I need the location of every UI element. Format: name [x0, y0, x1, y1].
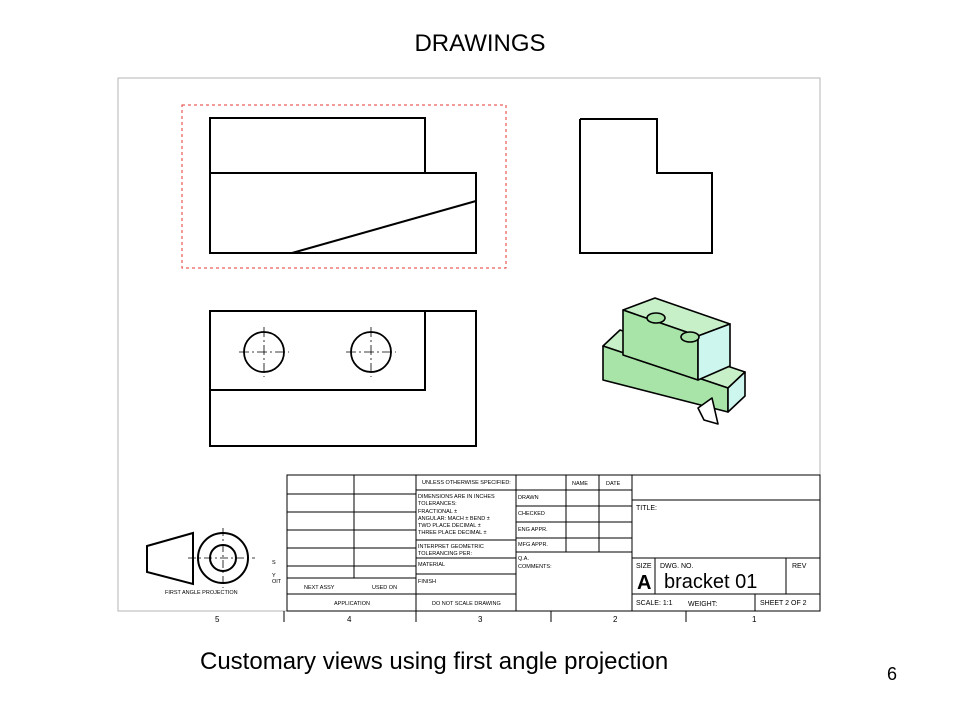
- slide-title: DRAWINGS: [414, 30, 546, 57]
- zone-3: 3: [478, 615, 483, 624]
- hole-left: [239, 327, 289, 377]
- tb-finish: FINISH: [418, 579, 436, 585]
- tb-do-not-scale: DO NOT SCALE DRAWING: [432, 601, 501, 607]
- tb-comments: COMMENTS:: [518, 564, 552, 570]
- tb-title-label: TITLE:: [636, 505, 657, 512]
- hole-right: [346, 327, 396, 377]
- tb-size-value: A: [637, 572, 651, 594]
- tb-dims: DIMENSIONS ARE IN INCHES: [418, 494, 495, 500]
- tb-tolerancing: TOLERANCING PER:: [418, 551, 472, 557]
- title-block-text: UNLESS OTHERWISE SPECIFIED: DIMENSIONS A…: [272, 480, 807, 608]
- zone-5: 5: [215, 615, 220, 624]
- tb-dwg-no-label: DWG. NO.: [660, 563, 693, 570]
- zone-1: 1: [752, 615, 757, 624]
- tb-fragment-oit: OIT: [272, 579, 282, 585]
- tb-checked: CHECKED: [518, 511, 545, 517]
- title-block: [286, 474, 821, 612]
- tb-size-label: SIZE: [636, 563, 652, 570]
- tb-date-hdr: DATE: [606, 481, 621, 487]
- page-number: 6: [887, 664, 898, 684]
- tb-tolerances: TOLERANCES:: [418, 501, 457, 507]
- tb-name-hdr: NAME: [572, 481, 588, 487]
- tb-next-assy: NEXT ASSY: [304, 585, 335, 591]
- tb-eng-appr: ENG APPR.: [518, 527, 548, 533]
- zone-2: 2: [613, 615, 618, 624]
- top-view[interactable]: [209, 310, 477, 447]
- tb-qa: Q.A.: [518, 556, 529, 562]
- tb-angular: ANGULAR: MACH ± BEND ±: [418, 516, 490, 522]
- tb-fragment-y: Y: [272, 573, 276, 579]
- tb-mfg-appr: MFG APPR.: [518, 542, 548, 548]
- tb-used-on: USED ON: [372, 585, 397, 591]
- zone-4: 4: [347, 615, 352, 624]
- front-view[interactable]: [181, 104, 507, 269]
- selection-box: [181, 104, 507, 269]
- tb-unless: UNLESS OTHERWISE SPECIFIED:: [422, 480, 511, 486]
- zone-markers: 5 4 3 2 1: [215, 611, 757, 624]
- side-view[interactable]: [579, 118, 713, 254]
- tb-dwg-no-value: bracket 01: [664, 571, 757, 593]
- tb-sheet: SHEET 2 OF 2: [760, 600, 807, 607]
- slide-caption: Customary views using first angle projec…: [200, 648, 669, 675]
- tb-drawn: DRAWN: [518, 495, 539, 501]
- tb-fragment-s: S: [272, 560, 276, 566]
- tb-material: MATERIAL: [418, 562, 445, 568]
- tb-application: APPLICATION: [334, 601, 370, 607]
- tb-three-place: THREE PLACE DECIMAL ±: [418, 530, 487, 536]
- tb-two-place: TWO PLACE DECIMAL ±: [418, 523, 481, 529]
- tb-scale: SCALE: 1:1: [636, 600, 673, 607]
- isometric-view[interactable]: [602, 297, 746, 425]
- tb-fractional: FRACTIONAL ±: [418, 509, 457, 515]
- projection-symbol: FIRST ANGLE PROJECTION: [146, 528, 255, 596]
- tb-interpret: INTERPRET GEOMETRIC: [418, 544, 484, 550]
- tb-rev-label: REV: [792, 563, 807, 570]
- projection-label: FIRST ANGLE PROJECTION: [165, 590, 238, 596]
- tb-weight: WEIGHT:: [688, 601, 717, 608]
